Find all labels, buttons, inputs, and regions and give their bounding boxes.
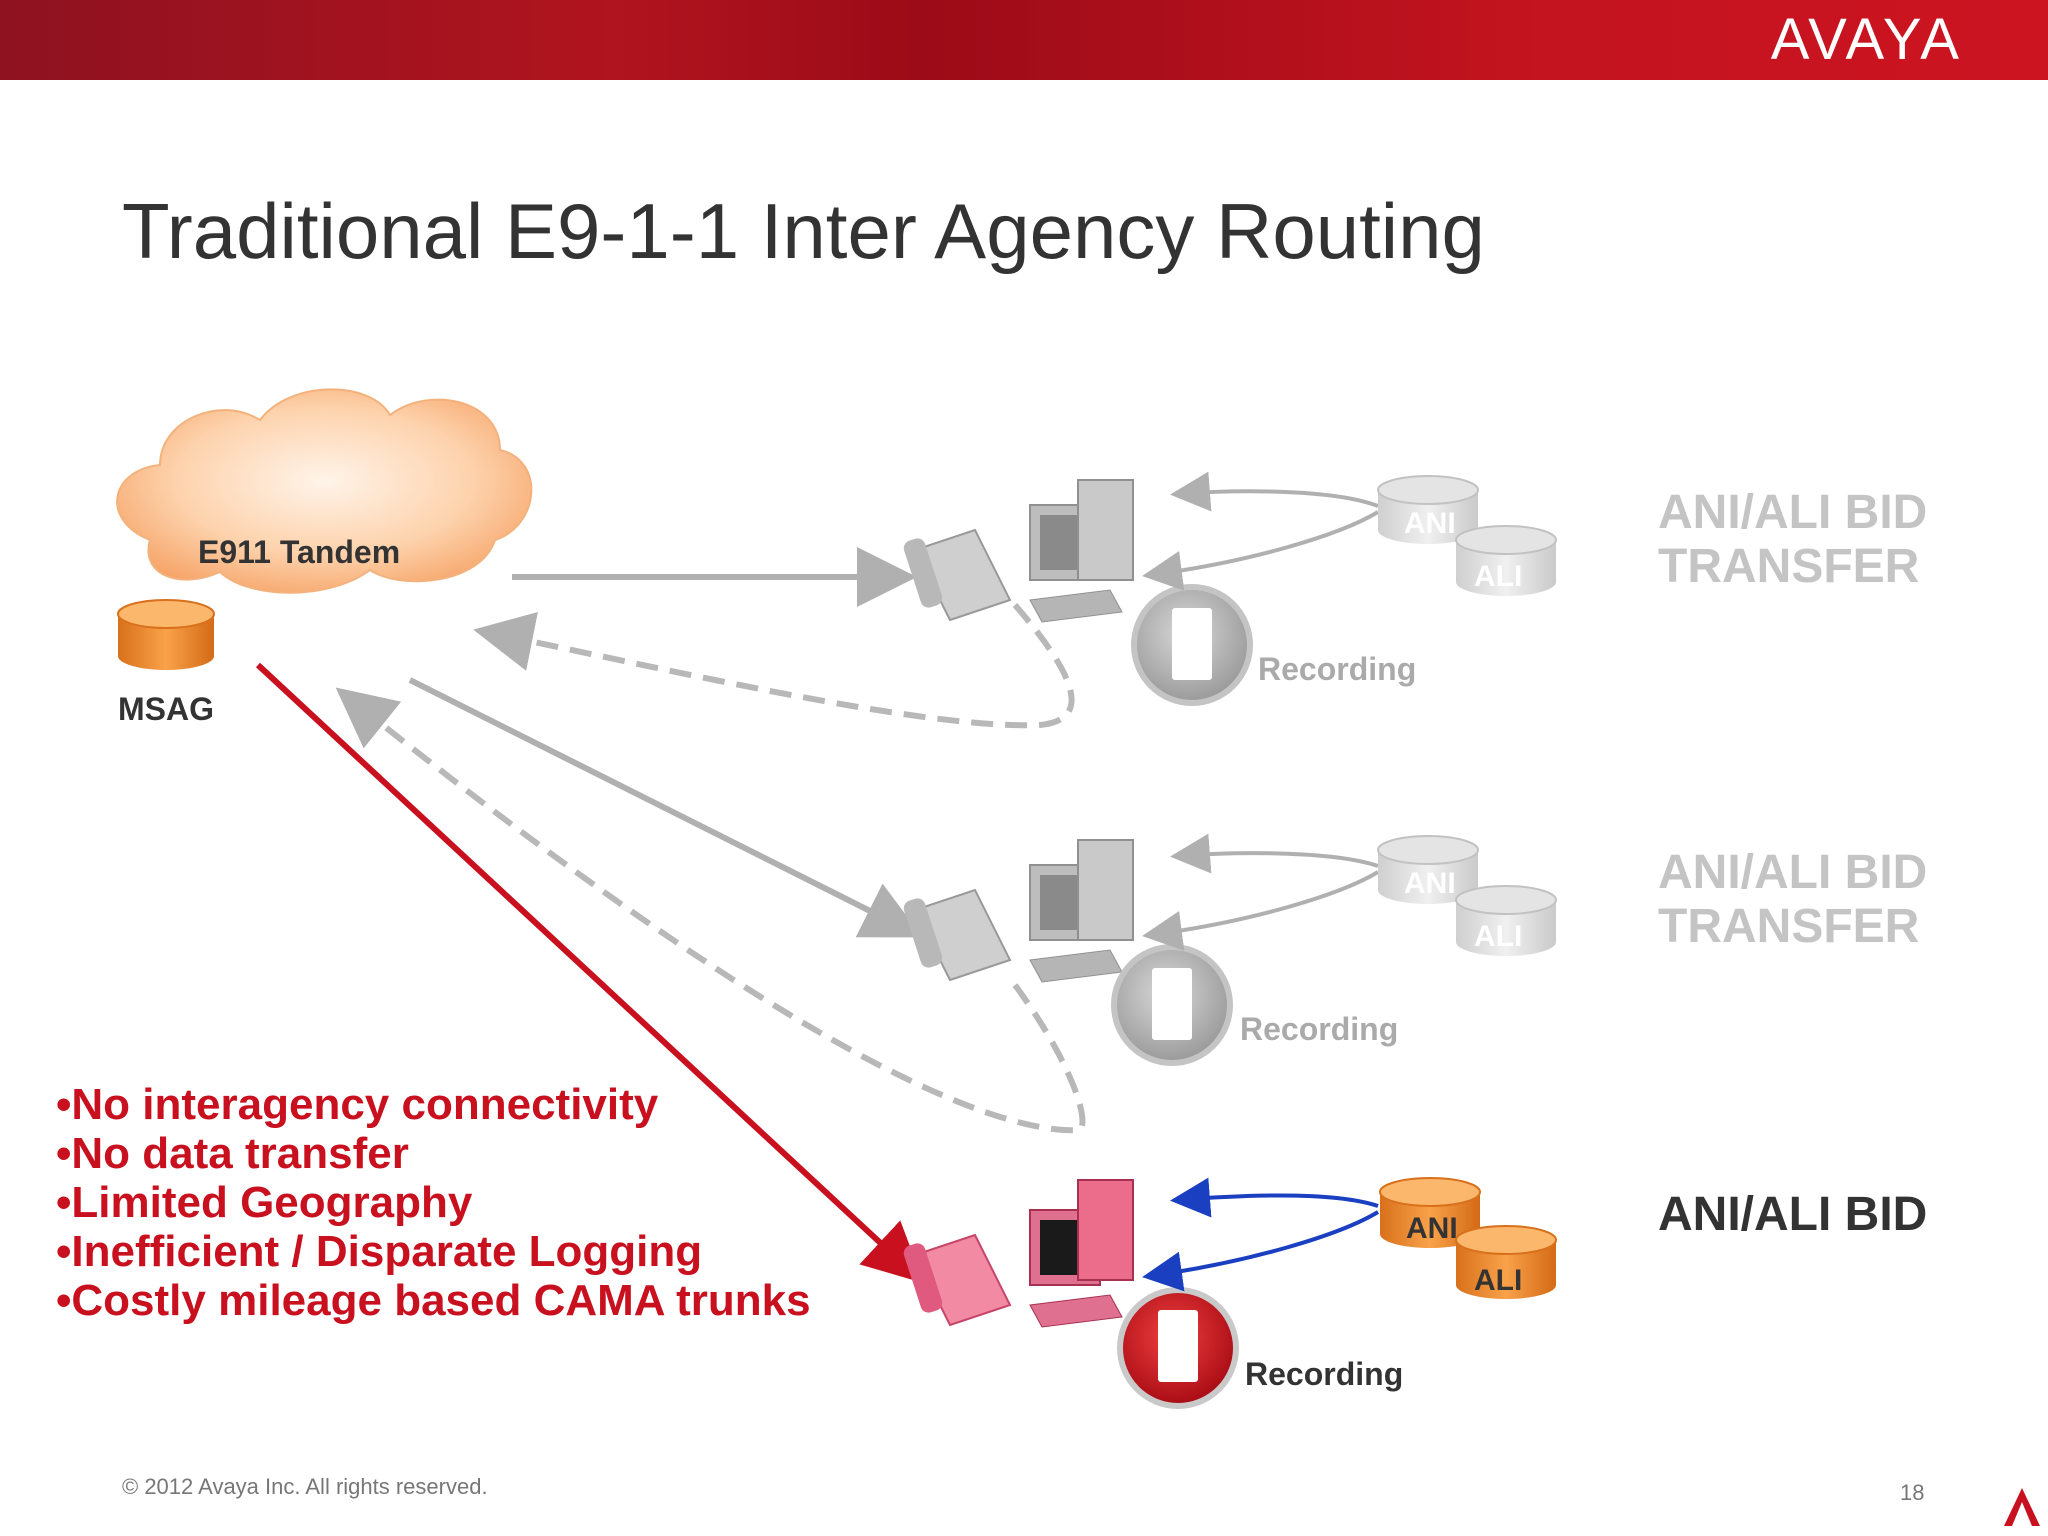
ani-label: ANI (1404, 507, 1456, 540)
data-flow-arrow (1142, 510, 1380, 591)
recording-server-icon (1117, 1287, 1239, 1409)
psap-side-label-line1: ANI/ALI BID (1658, 1188, 1927, 1241)
limitations-list: No interagency connectivity No data tran… (56, 1080, 811, 1325)
recording-label: Recording (1258, 651, 1416, 687)
ali-label: ALI (1474, 560, 1522, 593)
recording-server-icon (1111, 944, 1233, 1066)
transfer-return-path-2 (335, 687, 1086, 1134)
workstation-icon (1029, 839, 1134, 983)
recording-server-icon (1131, 584, 1253, 706)
recording-label: Recording (1240, 1011, 1398, 1047)
copyright-footer: © 2012 Avaya Inc. All rights reserved. (122, 1474, 488, 1499)
ali-database-icon (1455, 1225, 1557, 1299)
ani-database-icon (1377, 835, 1479, 904)
slide-title: Traditional E9-1-1 Inter Agency Routing (122, 187, 1485, 275)
list-item: Costly mileage based CAMA trunks (56, 1276, 810, 1325)
psap-side-label-line2: TRANSFER (1658, 900, 1919, 953)
list-item: Limited Geography (56, 1178, 811, 1227)
data-flow-arrow (1170, 471, 1379, 512)
recording-label: Recording (1245, 1356, 1403, 1392)
ani-label: ANI (1404, 867, 1456, 900)
page-number: 18 (1900, 1480, 1925, 1505)
psap-side-label-line1: ANI/ALI BID (1658, 846, 1927, 899)
ali-label: ALI (1474, 920, 1522, 953)
ali-label: ALI (1474, 1264, 1522, 1297)
telephone-icon (903, 888, 1012, 982)
data-flow-arrow (1142, 870, 1380, 951)
telephone-icon (903, 1233, 1012, 1327)
list-item: Inefficient / Disparate Logging (56, 1227, 811, 1276)
psap-2: Recording ANI ALI ANI/ALI BID TRANSFER (903, 833, 1927, 1066)
list-item: No interagency connectivity (56, 1080, 811, 1129)
ali-database-icon (1455, 885, 1557, 956)
ali-database-icon (1455, 525, 1557, 596)
data-flow-arrow (1170, 1177, 1379, 1218)
psap-side-label-line2: TRANSFER (1658, 540, 1919, 593)
trunk-line-psap2 (408, 677, 923, 938)
data-flow-arrow (1142, 1210, 1380, 1292)
tandem-label: E911 Tandem (198, 534, 400, 570)
transfer-return-path-1 (473, 603, 1075, 729)
msag-label: MSAG (118, 691, 214, 727)
avaya-logo: AVAYA (1770, 7, 1962, 72)
ani-database-icon (1377, 475, 1479, 544)
psap-side-label-line1: ANI/ALI BID (1658, 486, 1927, 539)
ani-database-icon (1379, 1177, 1481, 1248)
workstation-icon (1029, 1179, 1134, 1328)
data-flow-arrow (1170, 833, 1379, 874)
header-bar: AVAYA (0, 0, 2048, 80)
msag-database-icon (117, 599, 215, 670)
ani-label: ANI (1406, 1212, 1458, 1245)
telephone-icon (903, 528, 1012, 622)
avaya-corner-logo-icon (2004, 1488, 2040, 1526)
psap-1: Recording ANI ALI ANI/ALI BID TRANSFER (903, 471, 1927, 706)
psap-3: Recording ANI ALI ANI/ALI BID (903, 1177, 1927, 1409)
e911-tandem-cloud (116, 388, 533, 594)
workstation-icon (1029, 479, 1134, 623)
list-item: No data transfer (56, 1129, 811, 1178)
